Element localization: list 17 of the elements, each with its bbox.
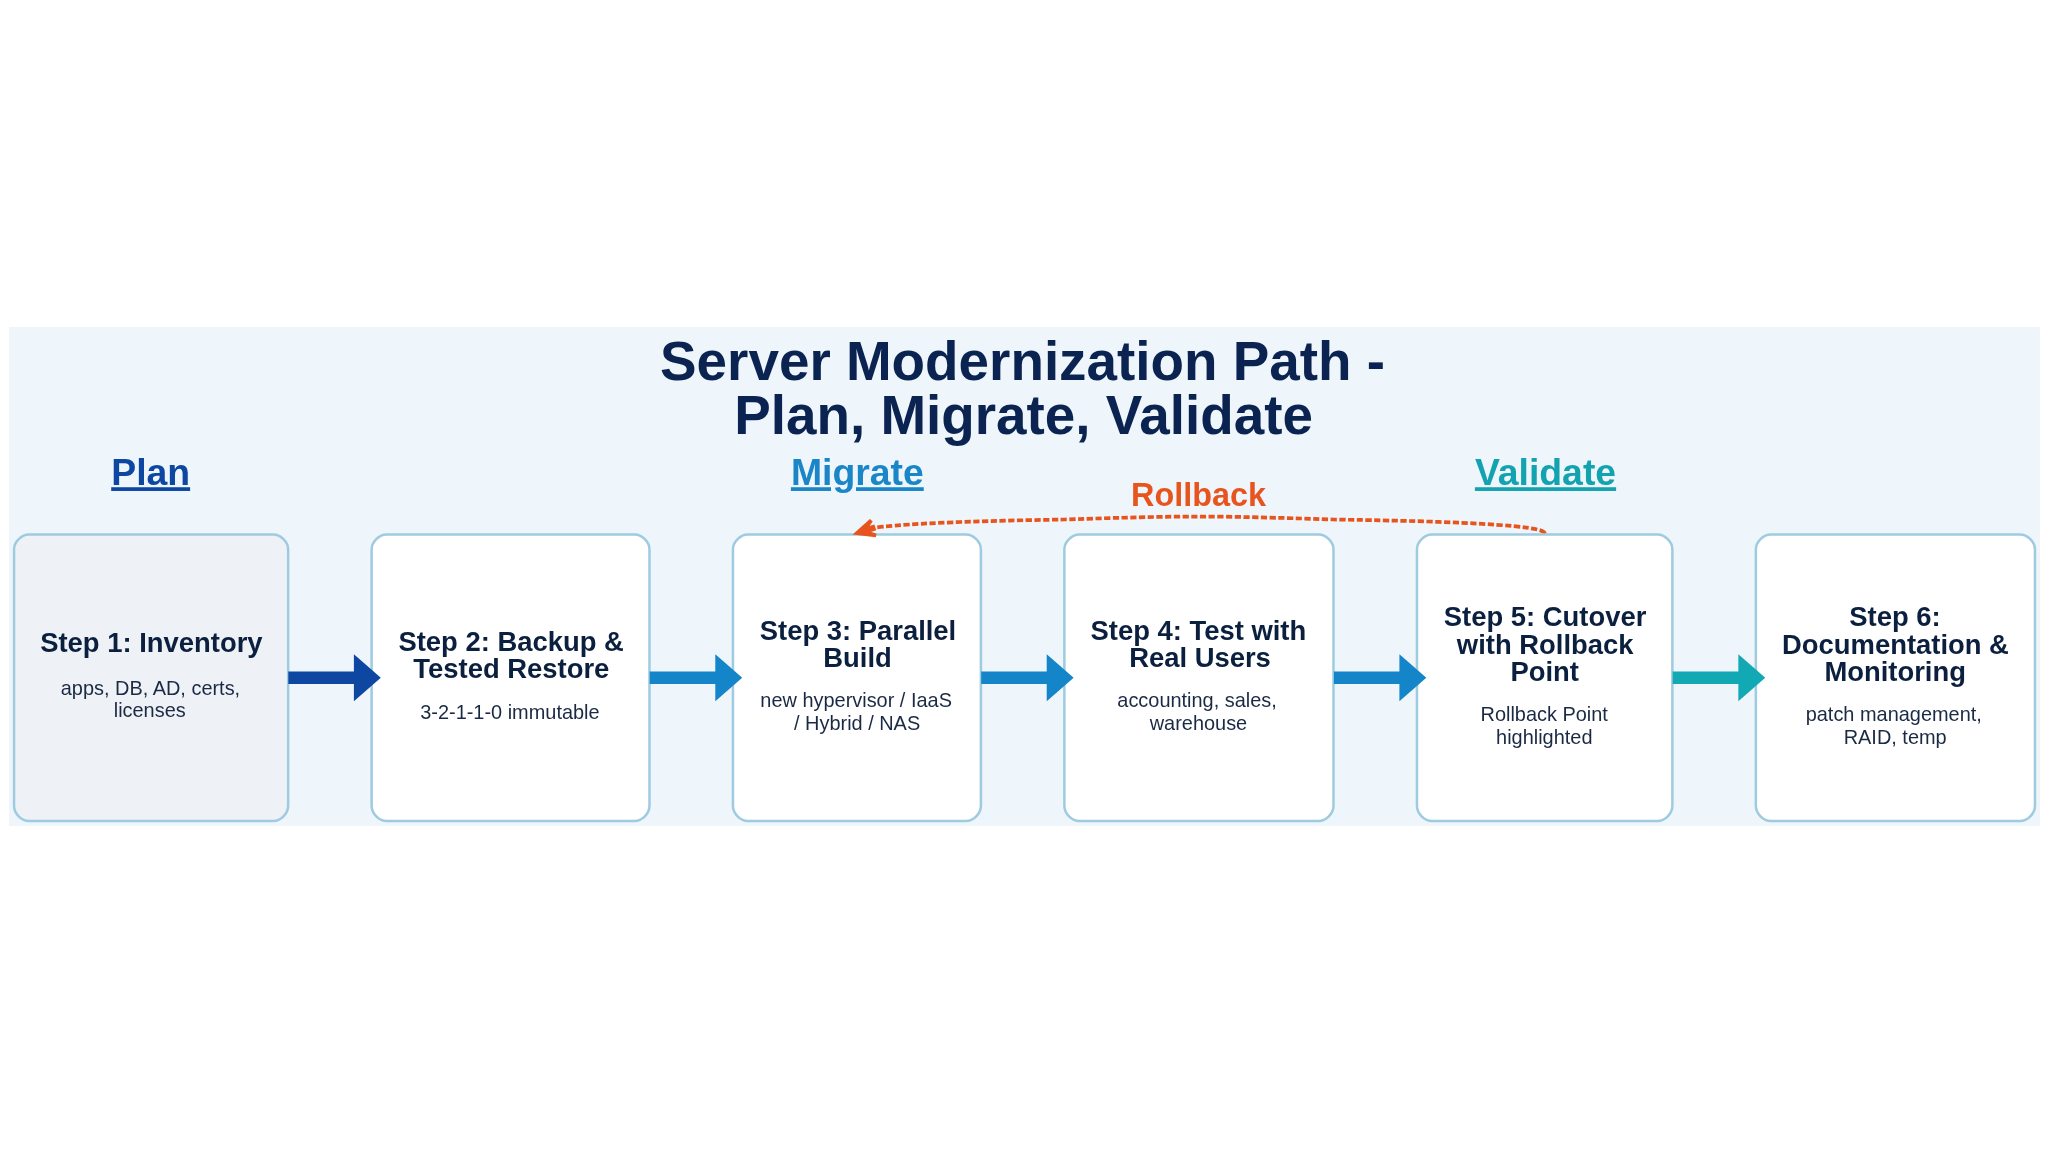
node-box: Step 1: Inventory apps, DB, AD, certs, licenses	[12, 532, 289, 822]
node-box: Step 2: Backup & Tested Restore 3-2-1-1-0 immutable	[369, 532, 651, 822]
arrow	[854, 514, 1546, 537]
label: Validate	[1474, 450, 1616, 493]
diagram-title: Server Modernization Path - Plan, Migrate, Validate	[659, 329, 1385, 446]
arrow	[649, 653, 742, 701]
node-box: Step 5: Cutover with Rollback Point Rollback Point highlighted	[1415, 532, 1674, 822]
node-box: Step 3: Parallel Build new hypervisor / IaaS / Hybrid / NAS	[731, 532, 982, 822]
arrow	[1672, 653, 1765, 701]
edge-label: Rollback	[1130, 476, 1266, 513]
arrow	[287, 653, 381, 701]
node-box: Step 6: Documentation & Monitoring patch management, RAID, temp	[1754, 532, 2036, 822]
arrow	[980, 653, 1074, 701]
node-box: Step 4: Test with Real Users accounting, sales, warehouse	[1062, 532, 1335, 822]
label: Plan	[110, 450, 190, 493]
arrow	[1333, 653, 1426, 701]
label: Migrate	[790, 450, 924, 493]
